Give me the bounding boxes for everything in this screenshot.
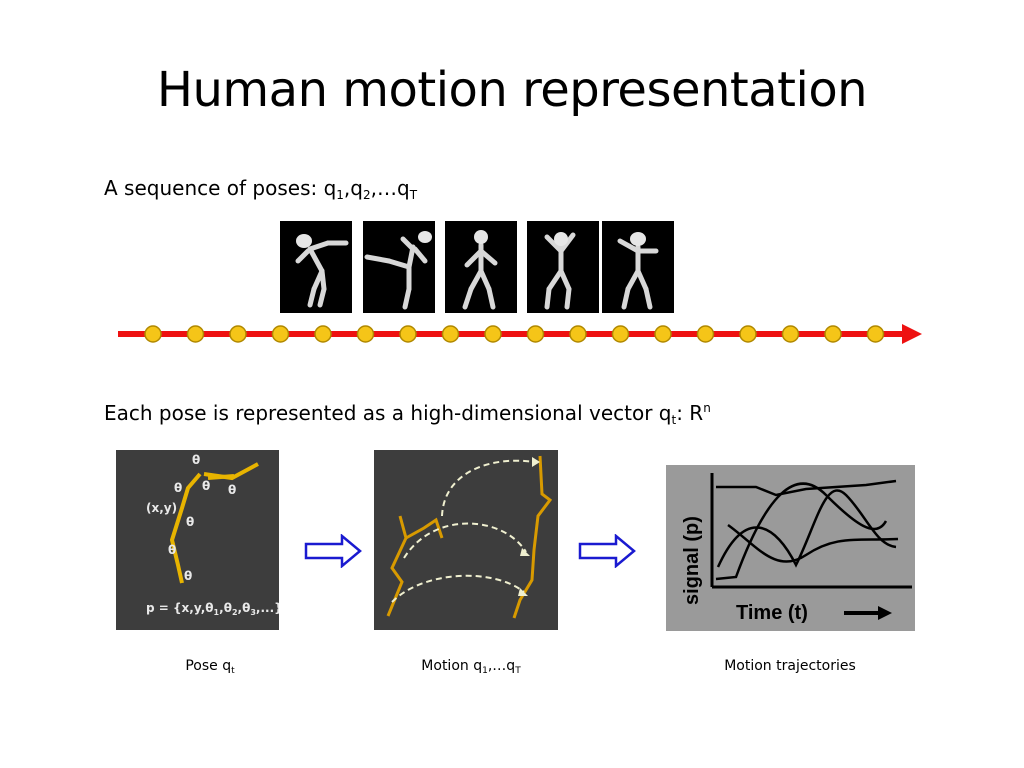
timeline-dot [654,325,672,343]
y-axis-label: signal (p) [681,516,703,605]
theta-label: θ [192,453,200,467]
timeline-dot [696,325,715,343]
timeline-dot [569,325,587,343]
arrow-right-icon [878,606,892,620]
timeline-dot [866,325,885,343]
motion-panel [374,450,558,630]
arrow-right-icon [304,534,362,568]
figure-icon [295,234,349,308]
timeline-dot [399,325,417,343]
arrow-right-icon [578,534,636,568]
timeline-dot [356,325,375,343]
skeleton-diagram: θ θ θ θ θ θ θ (x,y) p = {x,y,θ1,θ2,θ3,..… [146,453,283,617]
timeline-dot [271,325,290,343]
pose-thumbnail [363,221,435,313]
figure-icon [617,232,659,310]
pose-thumbnail [280,221,352,313]
figure-icon [544,232,576,310]
caption-pose: Pose qt [185,658,235,676]
trajectory-plot: signal (p) Time (t) [681,473,912,624]
timeline-dot [781,325,800,343]
timeline-arrowhead [902,324,922,344]
theta-label: θ [168,543,176,557]
timeline-dot [229,325,247,343]
pose-thumbnail [527,221,599,313]
timeline [118,324,922,344]
sequence-text: A sequence of poses: q1,q2,…qT [104,176,418,202]
theta-label: θ [184,569,192,583]
figure-icon [462,230,498,310]
pose-thumbnail [445,221,517,313]
timeline-dot [441,325,460,343]
slide-title: Human motion representation [156,62,868,118]
caption-motion: Motion q1,…qT [421,658,521,676]
caption-trajectories: Motion trajectories [724,658,856,674]
theta-label: θ [202,479,210,493]
motion-diagram [386,455,553,619]
xy-label: (x,y) [146,501,177,515]
x-axis-label: Time (t) [736,602,808,624]
figure-icon [364,231,432,310]
theta-label: θ [228,483,236,497]
timeline-dot [526,325,545,343]
timeline-dots [144,325,885,343]
pose-formula: p = {x,y,θ1,θ2,θ3,...} [146,601,279,617]
timeline-dot [739,325,757,343]
trajectory-panel: signal (p) Time (t) [666,465,915,631]
timeline-dot [824,325,842,343]
pose-thumbnail [602,221,674,313]
vector-text: Each pose is represented as a high-dimen… [104,401,711,427]
timeline-dot [186,325,205,343]
timeline-dot [611,325,630,343]
timeline-dot [314,325,332,343]
pose-panel: θ θ θ θ θ θ θ (x,y) p = {x,y,θ1,θ2,θ3,..… [116,450,283,630]
timeline-dot [484,325,502,343]
timeline-dot [144,325,162,343]
theta-label: θ [186,515,194,529]
theta-label: θ [174,481,182,495]
